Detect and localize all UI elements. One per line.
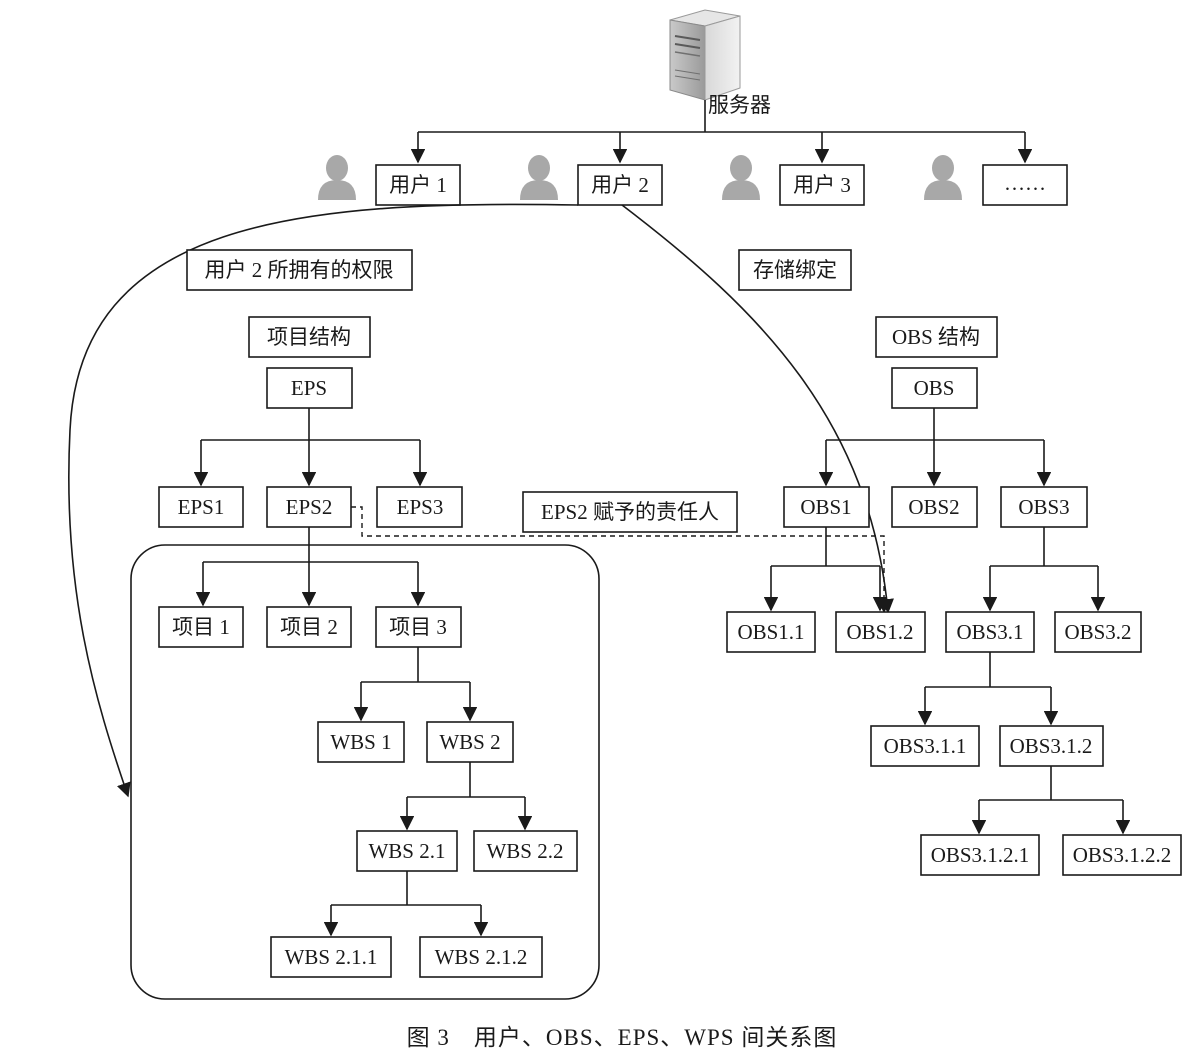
storage-binding-arrow — [621, 204, 894, 614]
svg-text:EPS2: EPS2 — [286, 495, 333, 519]
svg-text:OBS3.1.2: OBS3.1.2 — [1010, 734, 1093, 758]
obs-node-1: OBS1 — [783, 486, 870, 528]
svg-text:用户 2 所拥有的权限: 用户 2 所拥有的权限 — [205, 258, 394, 282]
permission-annotation: 用户 2 所拥有的权限 — [186, 249, 413, 291]
server-icon — [669, 9, 741, 101]
svg-text:EPS2 赋予的责任人: EPS2 赋予的责任人 — [541, 500, 719, 524]
eps-root: EPS — [266, 367, 353, 409]
project-connectors — [195, 527, 426, 607]
user-box-3: 用户 3 — [779, 164, 865, 206]
permission-arrow — [67, 203, 579, 798]
project-node-3: 项目 3 — [375, 606, 462, 648]
svg-text:OBS3: OBS3 — [1018, 495, 1069, 519]
svg-text:EPS1: EPS1 — [178, 495, 225, 519]
svg-text:OBS2: OBS2 — [908, 495, 959, 519]
project-node-2: 项目 2 — [266, 606, 352, 648]
obs31-connectors — [917, 652, 1059, 726]
obs-node-2: OBS2 — [891, 486, 978, 528]
svg-text:OBS1: OBS1 — [800, 495, 851, 519]
obs-node-3-1: OBS3.1 — [945, 611, 1035, 653]
eps-node-2: EPS2 — [266, 486, 352, 528]
eps-node-1: EPS1 — [158, 486, 244, 528]
wbs-node-2-1-2: WBS 2.1.2 — [419, 936, 543, 978]
obs-node-1-2: OBS1.2 — [835, 611, 926, 653]
user-label: 用户 1 — [389, 173, 447, 197]
obs3-connectors — [982, 527, 1106, 612]
eps-node-3: EPS3 — [376, 486, 463, 528]
svg-text:OBS 结构: OBS 结构 — [892, 325, 980, 349]
project-node-1: 项目 1 — [158, 606, 244, 648]
obs-node-1-1: OBS1.1 — [726, 611, 816, 653]
wbs21-connectors — [323, 871, 489, 937]
svg-text:OBS3.1.2.1: OBS3.1.2.1 — [931, 843, 1030, 867]
server-label: 服务器 — [708, 93, 771, 117]
obs-node-3-2: OBS3.2 — [1054, 611, 1142, 653]
svg-text:WBS 2.1.1: WBS 2.1.1 — [285, 945, 378, 969]
svg-text:项目结构: 项目结构 — [267, 325, 351, 349]
svg-text:项目 2: 项目 2 — [280, 615, 338, 639]
user-label: …… — [1004, 171, 1046, 195]
eps2-responsible-annotation: EPS2 赋予的责任人 — [522, 491, 738, 533]
wbs-node-2: WBS 2 — [426, 721, 514, 763]
wbs-node-1: WBS 1 — [317, 721, 405, 763]
user-box-2: 用户 2 — [577, 164, 663, 206]
eps-connectors — [193, 408, 428, 487]
svg-text:EPS3: EPS3 — [397, 495, 444, 519]
svg-text:OBS3.2: OBS3.2 — [1064, 620, 1131, 644]
svg-text:WBS 2.2: WBS 2.2 — [486, 839, 563, 863]
obs-root: OBS — [891, 367, 978, 409]
user-box-1: 用户 1 — [375, 164, 461, 206]
obs-node-3: OBS3 — [1000, 486, 1088, 528]
user-box-more: …… — [982, 164, 1068, 206]
svg-text:存储绑定: 存储绑定 — [753, 258, 837, 282]
user-icon — [520, 155, 558, 200]
server-user-connectors — [410, 100, 1033, 164]
project-structure-title: 项目结构 — [248, 316, 371, 358]
obs-node-3-1-2-2: OBS3.1.2.2 — [1062, 834, 1182, 876]
user-label: 用户 3 — [793, 173, 851, 197]
obs1-connectors — [763, 527, 888, 612]
svg-text:WBS 1: WBS 1 — [330, 730, 391, 754]
wbs-connectors — [353, 647, 478, 722]
storage-binding-annotation: 存储绑定 — [738, 249, 852, 291]
svg-text:WBS 2.1.2: WBS 2.1.2 — [435, 945, 528, 969]
svg-text:OBS1.1: OBS1.1 — [737, 620, 804, 644]
svg-text:OBS: OBS — [914, 376, 955, 400]
permission-scope-container — [130, 544, 600, 1000]
svg-text:EPS: EPS — [291, 376, 327, 400]
svg-text:OBS3.1: OBS3.1 — [956, 620, 1023, 644]
user-label: 用户 2 — [591, 173, 649, 197]
obs-structure-title: OBS 结构 — [875, 316, 998, 358]
user-icon — [924, 155, 962, 200]
svg-text:项目 1: 项目 1 — [172, 615, 230, 639]
wbs-node-2-2: WBS 2.2 — [473, 830, 578, 872]
user-icon — [722, 155, 760, 200]
svg-text:OBS3.1.1: OBS3.1.1 — [884, 734, 967, 758]
svg-text:WBS 2.1: WBS 2.1 — [368, 839, 445, 863]
svg-text:项目 3: 项目 3 — [389, 615, 447, 639]
obs-node-3-1-2: OBS3.1.2 — [999, 725, 1104, 767]
eps2-responsible-link — [351, 506, 891, 614]
wbs-node-2-1: WBS 2.1 — [356, 830, 458, 872]
obs-connectors — [818, 408, 1052, 487]
wbs2-connectors — [399, 762, 533, 831]
obs-node-3-1-1: OBS3.1.1 — [870, 725, 980, 767]
svg-text:WBS 2: WBS 2 — [439, 730, 500, 754]
obs-node-3-1-2-1: OBS3.1.2.1 — [920, 834, 1040, 876]
figure-caption: 图 3 用户、OBS、EPS、WPS 间关系图 — [407, 1025, 838, 1050]
wbs-node-2-1-1: WBS 2.1.1 — [270, 936, 392, 978]
user-icon — [318, 155, 356, 200]
svg-text:OBS3.1.2.2: OBS3.1.2.2 — [1073, 843, 1172, 867]
svg-text:OBS1.2: OBS1.2 — [846, 620, 913, 644]
obs312-connectors — [971, 766, 1131, 835]
